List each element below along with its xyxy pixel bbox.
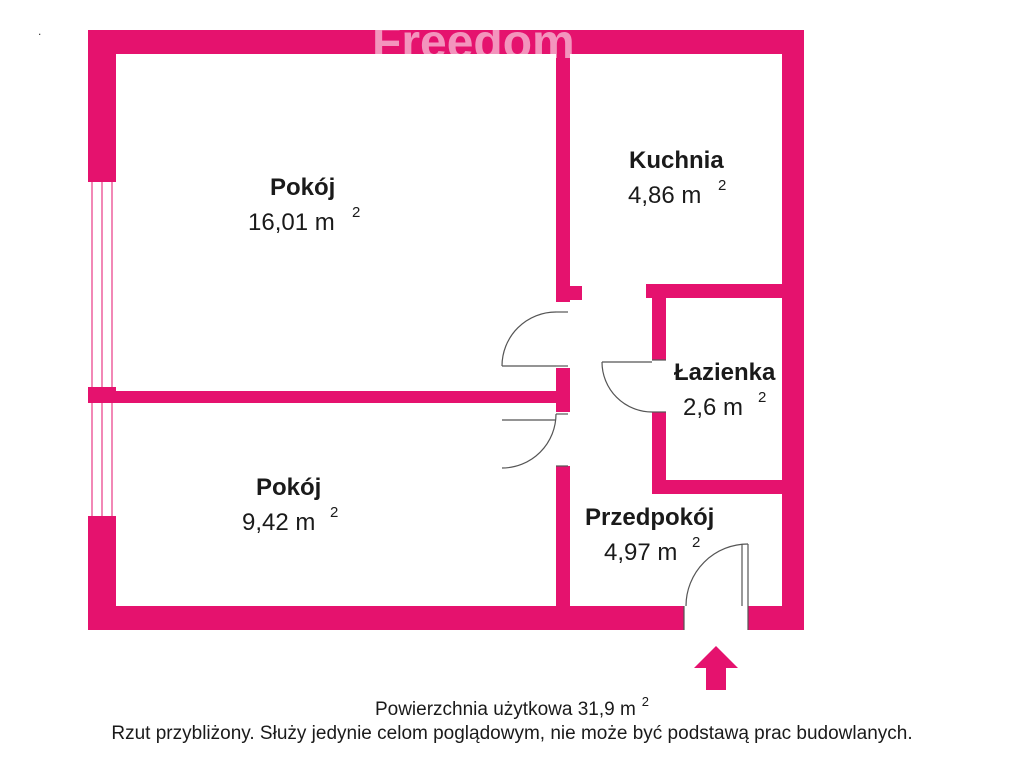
usable-area-sup: 2 (641, 694, 650, 709)
room-area: 4,97 m (604, 539, 677, 566)
door-entrance (683, 543, 749, 630)
room-kuchnia: Kuchnia 4,86 m 2 (628, 147, 726, 209)
room-area-sup: 2 (692, 534, 700, 551)
room-area: 2,6 m (683, 394, 743, 421)
walls (88, 30, 804, 630)
room-name: Pokój (270, 174, 335, 201)
room-area: 16,01 m (248, 209, 335, 236)
room-area-sup: 2 (718, 177, 726, 194)
door-room-1 (501, 311, 568, 367)
windows (88, 182, 116, 516)
room-name: Kuchnia (629, 147, 724, 174)
door-bathroom (601, 359, 666, 413)
room-pokoj-1: Pokój 16,01 m 2 (248, 174, 360, 236)
room-lazienka: Łazienka 2,6 m 2 (674, 359, 776, 421)
room-name: Pokój (256, 474, 321, 501)
door-room-2 (501, 413, 568, 469)
usable-area-text: Powierzchnia użytkowa 31,9 m (374, 699, 636, 720)
disclaimer-note: Rzut przybliżony. Służy jedynie celom po… (111, 723, 913, 744)
room-name: Łazienka (674, 359, 776, 386)
room-name: Przedpokój (585, 504, 714, 531)
room-area-sup: 2 (330, 504, 338, 521)
corner-dot: . (38, 24, 42, 38)
room-area-sup: 2 (758, 389, 766, 406)
doors (501, 311, 749, 630)
usable-area-footer: Powierzchnia użytkowa 31,9 m 2 (0, 694, 1024, 721)
room-area: 9,42 m (242, 509, 315, 536)
up-arrow-icon (694, 646, 738, 690)
room-area: 4,86 m (628, 182, 701, 209)
room-pokoj-2: Pokój 9,42 m 2 (242, 474, 338, 536)
watermark-logo: Freedom (372, 16, 575, 69)
room-area-sup: 2 (352, 204, 360, 221)
room-przedpokoj: Przedpokój 4,97 m 2 (585, 504, 714, 566)
